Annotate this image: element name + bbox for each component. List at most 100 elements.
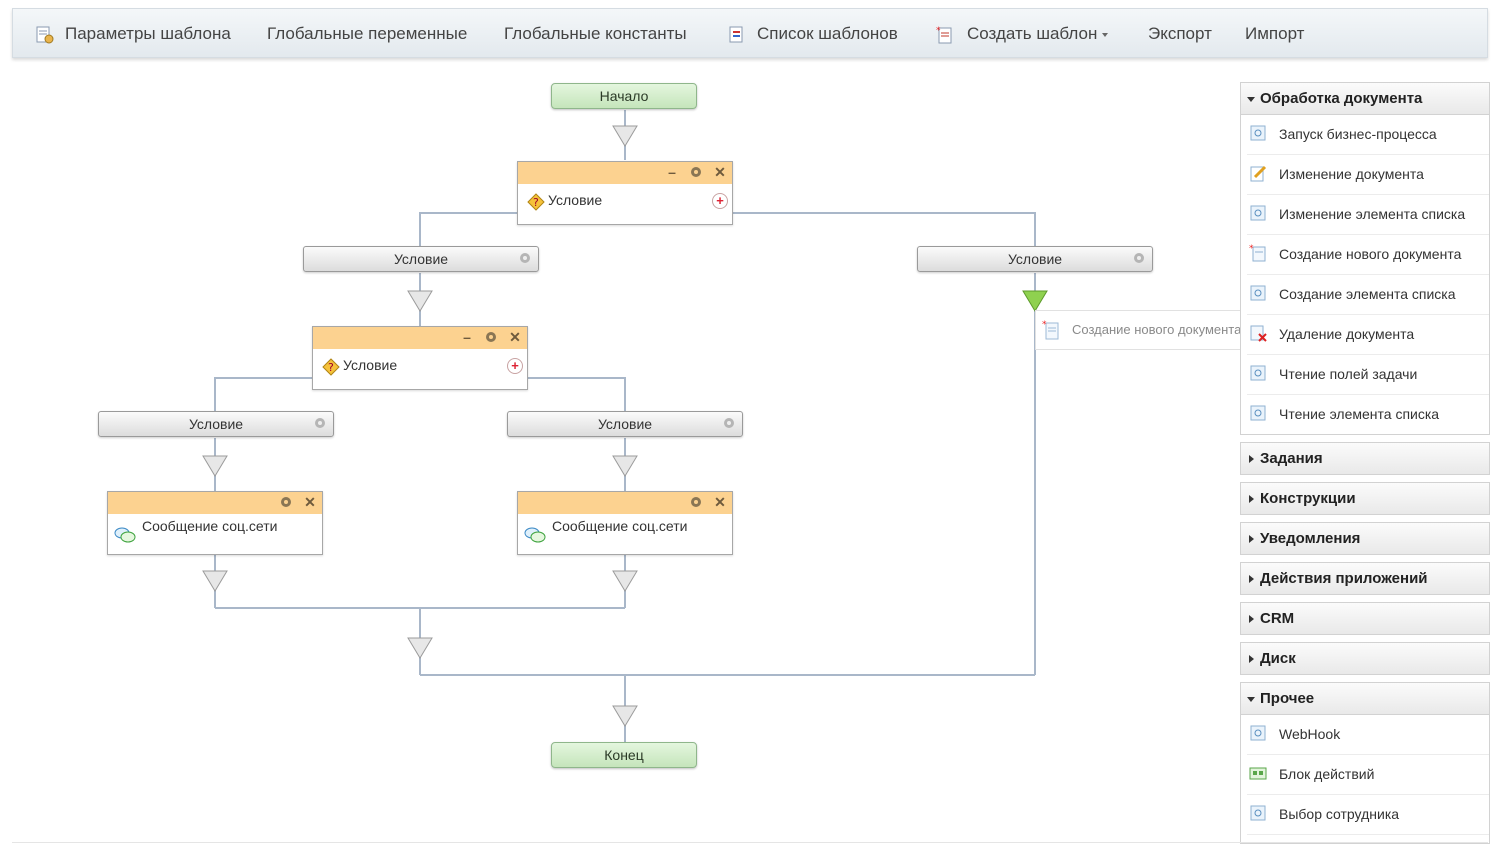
drag-ghost-label: Создание нового документа xyxy=(1072,322,1242,337)
block-header: – ✕ xyxy=(313,327,527,349)
group-disk[interactable]: Диск xyxy=(1240,642,1490,675)
start-label: Начало xyxy=(599,88,649,104)
global-vars-label: Глобальные переменные xyxy=(267,24,468,43)
branch-left[interactable]: Условие xyxy=(303,246,539,272)
condition-block-mid[interactable]: – ✕ ? Условие + xyxy=(312,326,528,390)
group-label: Диск xyxy=(1260,650,1296,667)
chevron-down-icon xyxy=(1102,32,1109,37)
close-icon[interactable]: ✕ xyxy=(509,329,521,345)
new-template-icon: * xyxy=(936,26,952,44)
global-consts-label: Глобальные константы xyxy=(504,24,687,43)
activity-edit-list-item[interactable]: Изменение элемента списка xyxy=(1247,195,1489,235)
group-label: Уведомления xyxy=(1260,530,1361,547)
activity-label: Запуск бизнес-процесса xyxy=(1279,126,1437,142)
group-label: Прочее xyxy=(1260,690,1315,707)
create-template-button[interactable]: * Создать шаблон xyxy=(935,9,1109,59)
activity-create-document[interactable]: * Создание нового документа xyxy=(1247,235,1489,275)
branch-left-left[interactable]: Условие xyxy=(98,411,334,437)
new-document-icon: * xyxy=(1042,320,1059,340)
template-list-label: Список шаблонов xyxy=(757,24,898,43)
activity-read-task-fields[interactable]: Чтение полей задачи xyxy=(1247,355,1489,395)
condition-block-top[interactable]: – ✕ ? Условие + xyxy=(517,161,733,225)
gear-icon[interactable] xyxy=(1132,251,1146,265)
page-bottom-divider xyxy=(12,842,1488,843)
global-consts-button[interactable]: Глобальные константы xyxy=(504,9,687,59)
activity-label: Изменение элемента списка xyxy=(1279,206,1466,222)
end-node[interactable]: Конец xyxy=(551,742,697,768)
group-label: Обработка документа xyxy=(1260,90,1423,107)
group-app-actions[interactable]: Действия приложений xyxy=(1240,562,1490,595)
process-icon xyxy=(1250,365,1266,381)
gear-icon[interactable] xyxy=(688,164,704,180)
group-label: Действия приложений xyxy=(1260,570,1428,587)
gear-icon[interactable] xyxy=(688,494,704,510)
activity-action-block[interactable]: Блок действий xyxy=(1247,755,1489,795)
social-message-block-right[interactable]: ✕ Сообщение соц.сети xyxy=(517,491,733,555)
gear-icon[interactable] xyxy=(313,416,327,430)
group-notifications[interactable]: Уведомления xyxy=(1240,522,1490,555)
triangle-down-icon xyxy=(1247,697,1255,702)
block-header: – ✕ xyxy=(518,162,732,184)
group-label: Задания xyxy=(1260,450,1323,467)
branch-label: Условие xyxy=(393,251,449,267)
group-crm[interactable]: CRM xyxy=(1240,602,1490,635)
process-icon xyxy=(1250,805,1266,821)
global-vars-button[interactable]: Глобальные переменные xyxy=(267,9,467,59)
toolbar: Параметры шаблона Глобальные переменные … xyxy=(12,8,1488,58)
activities-panel: Обработка документа Запуск бизнес-процес… xyxy=(1240,82,1490,844)
close-icon[interactable]: ✕ xyxy=(714,494,726,510)
activity-delete-document[interactable]: Удаление документа xyxy=(1247,315,1489,355)
message-label: Сообщение соц.сети xyxy=(552,518,688,534)
group-label: CRM xyxy=(1260,610,1295,627)
activity-edit-document[interactable]: Изменение документа xyxy=(1247,155,1489,195)
import-button[interactable]: Импорт xyxy=(1245,9,1304,59)
gear-icon[interactable] xyxy=(722,416,736,430)
activity-create-list-item[interactable]: Создание элемента списка xyxy=(1247,275,1489,315)
minimize-icon[interactable]: – xyxy=(668,164,676,180)
new-document-icon: * xyxy=(1249,244,1266,262)
group-constructions[interactable]: Конструкции xyxy=(1240,482,1490,515)
svg-text:?: ? xyxy=(533,196,539,209)
condition-icon: ? xyxy=(322,358,340,376)
template-list-icon xyxy=(729,26,743,43)
create-template-label: Создать шаблон xyxy=(967,24,1098,43)
activity-label: WebHook xyxy=(1279,726,1341,742)
group-other[interactable]: Прочее xyxy=(1240,682,1490,715)
branch-right[interactable]: Условие xyxy=(917,246,1153,272)
edit-document-icon xyxy=(1250,165,1267,182)
minimize-icon[interactable]: – xyxy=(463,329,471,345)
process-icon xyxy=(1250,285,1266,301)
group-label: Конструкции xyxy=(1260,490,1356,507)
close-icon[interactable]: ✕ xyxy=(304,494,316,510)
activity-webhook[interactable]: WebHook xyxy=(1247,715,1489,755)
activity-read-list-item[interactable]: Чтение элемента списка xyxy=(1247,395,1489,435)
activity-label: Выбор сотрудника xyxy=(1279,806,1400,822)
add-branch-icon[interactable]: + xyxy=(507,358,523,374)
block-header: ✕ xyxy=(518,492,732,514)
template-list-button[interactable]: Список шаблонов xyxy=(727,9,898,59)
activity-label: Чтение полей задачи xyxy=(1279,366,1418,382)
message-label: Сообщение соц.сети xyxy=(142,518,278,534)
connection-lines xyxy=(202,110,1048,742)
gear-icon[interactable] xyxy=(278,494,294,510)
activity-select-employee[interactable]: Выбор сотрудника xyxy=(1247,795,1489,835)
condition-label: Условие xyxy=(548,192,603,208)
gear-icon[interactable] xyxy=(518,251,532,265)
condition-label: Условие xyxy=(343,357,398,373)
branch-label: Условие xyxy=(1007,251,1063,267)
active-drop-arrow xyxy=(1022,290,1048,312)
add-branch-icon[interactable]: + xyxy=(712,193,728,209)
delete-document-icon xyxy=(1250,325,1267,342)
group-tasks[interactable]: Задания xyxy=(1240,442,1490,475)
condition-icon: ? xyxy=(527,193,545,211)
export-button[interactable]: Экспорт xyxy=(1148,9,1212,59)
start-node[interactable]: Начало xyxy=(551,83,697,109)
branch-left-right[interactable]: Условие xyxy=(507,411,743,437)
activity-start-bp[interactable]: Запуск бизнес-процесса xyxy=(1247,115,1489,155)
social-message-block-left[interactable]: ✕ Сообщение соц.сети xyxy=(107,491,323,555)
activity-label: Удаление документа xyxy=(1279,326,1415,342)
group-document-processing[interactable]: Обработка документа xyxy=(1240,82,1490,115)
template-params-button[interactable]: Параметры шаблона xyxy=(35,9,231,59)
gear-icon[interactable] xyxy=(483,329,499,345)
close-icon[interactable]: ✕ xyxy=(714,164,726,180)
